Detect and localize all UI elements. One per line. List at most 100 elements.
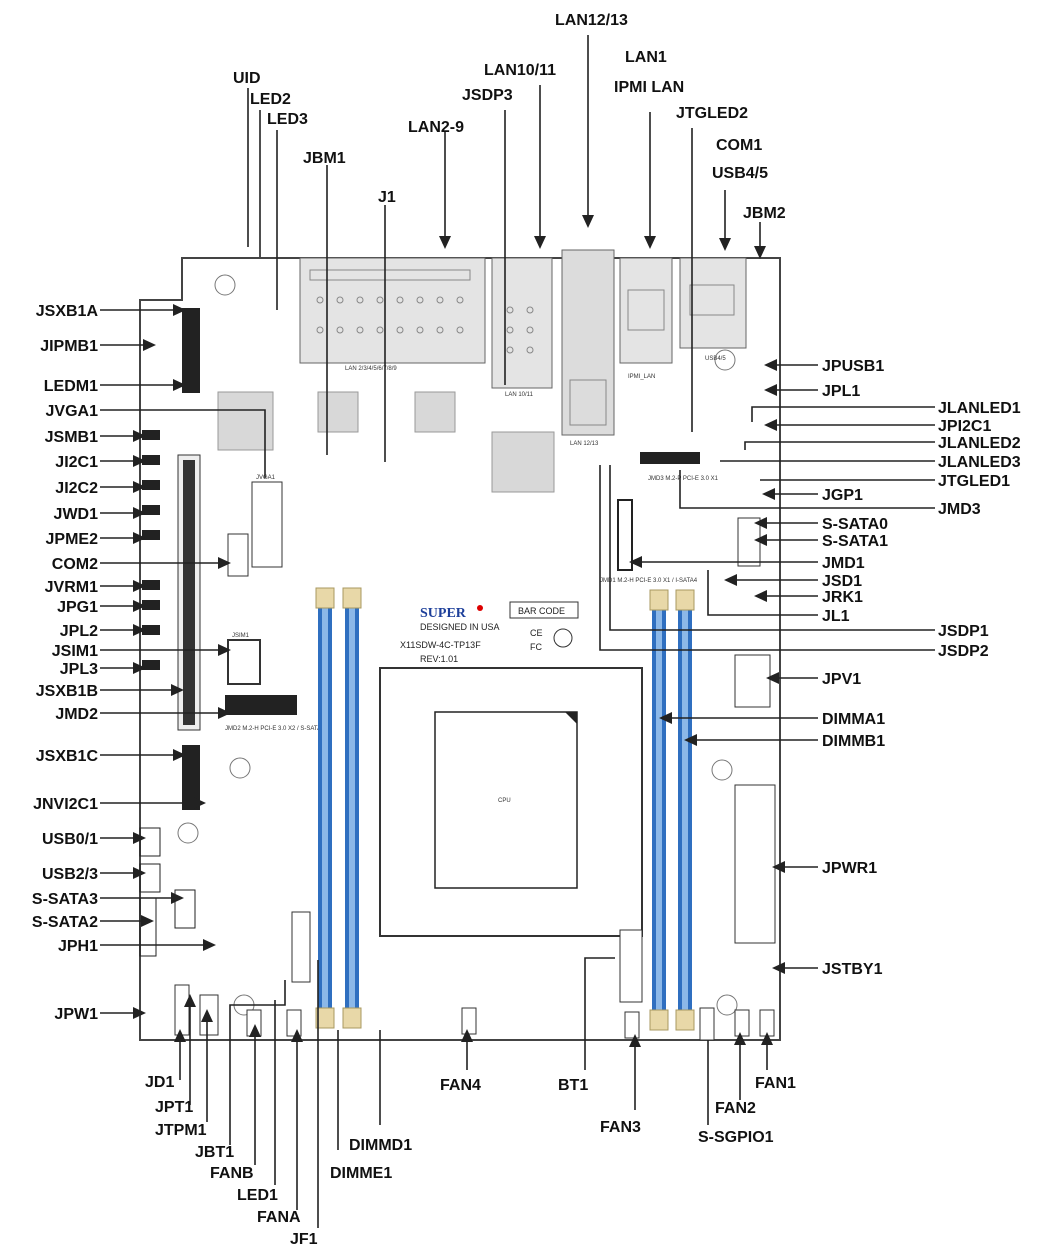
lan12-13-cage (569, 379, 607, 426)
label-jl1: JL1 (822, 608, 850, 625)
chip-2 (317, 391, 359, 433)
dimm-a1-inner (656, 597, 662, 1022)
label-jvga1: JVGA1 (46, 403, 99, 420)
label-lan1: LAN1 (625, 49, 667, 66)
label-com2: COM2 (52, 556, 98, 573)
lan10-11-ports (506, 306, 534, 354)
label-jwd1: JWD1 (54, 506, 99, 523)
label-jsdp1: JSDP1 (938, 623, 989, 640)
label-jtgled2: JTGLED2 (676, 105, 748, 122)
jsxb1c-slot (182, 745, 200, 810)
label-jipmb1: JIPMB1 (40, 338, 98, 355)
ipmi-lan-connector (619, 257, 673, 364)
lan2-9-ports (309, 269, 471, 334)
dimm-right-latches (649, 589, 695, 1031)
label-jsdp3: JSDP3 (462, 87, 513, 104)
label-jsmb1: JSMB1 (45, 429, 98, 446)
com1-port (689, 284, 735, 316)
jsxb1a-slot (182, 308, 200, 393)
label-jpl3: JPL3 (60, 661, 98, 678)
ipmi-silk: IPMI_LAN (628, 374, 655, 380)
label-jsxb1b: JSXB1B (36, 683, 98, 700)
label-jpusb1: JPUSB1 (822, 358, 884, 375)
jmd3-m2 (640, 452, 700, 464)
label-dimme1: DIMME1 (330, 1165, 392, 1182)
bt1-battery (619, 929, 643, 1003)
label-fan1: FAN1 (755, 1075, 796, 1092)
lan2-9-silk: LAN 2/3/4/5/6/7/8/9 (345, 366, 397, 372)
label-jmd2: JMD2 (55, 706, 98, 723)
label-uid: UID (233, 70, 261, 87)
label-jpl2: JPL2 (60, 623, 98, 640)
label-jsd1: JSD1 (822, 573, 862, 590)
label-s-sata1: S-SATA1 (822, 533, 888, 550)
label-jbm1: JBM1 (303, 150, 346, 167)
label-lan10-11: LAN10/11 (484, 62, 556, 79)
label-usb2-3: USB2/3 (42, 866, 98, 883)
label-lan12-13: LAN12/13 (555, 12, 628, 29)
barcode-box (509, 601, 579, 619)
label-ji2c2: JI2C2 (55, 480, 98, 497)
left-labels: JSXB1A JIPMB1 LEDM1 JVGA1 JSMB1 JI2C1 JI… (32, 303, 99, 1023)
revision: REV:1.01 (420, 654, 458, 664)
label-jlanled2: JLANLED2 (938, 435, 1021, 452)
label-jpv1: JPV1 (822, 671, 861, 688)
label-jf1: JF1 (290, 1231, 318, 1248)
label-jpwr1: JPWR1 (822, 860, 877, 877)
jvga1-silk: JVGA1 (256, 475, 276, 481)
lan10-11-silk: LAN 10/11 (505, 392, 534, 398)
lan10-11-connector (491, 257, 553, 389)
dimm-e1-inner (349, 595, 355, 1020)
label-jpg1: JPG1 (57, 599, 98, 616)
label-jvrm1: JVRM1 (45, 579, 98, 596)
label-led3: LED3 (267, 111, 308, 128)
com1-usb-connector (679, 257, 747, 349)
label-jmd1: JMD1 (822, 555, 865, 572)
jsim1-silk: JSIM1 (232, 633, 250, 639)
label-fan2: FAN2 (715, 1100, 756, 1117)
leader-lines (100, 35, 935, 1228)
label-fana: FANA (257, 1209, 301, 1226)
jmd2-m2 (225, 695, 297, 715)
ce-mark: CE (530, 628, 543, 638)
label-jbm2: JBM2 (743, 205, 786, 222)
label-jsdp2: JSDP2 (938, 643, 989, 660)
label-bt1: BT1 (558, 1077, 588, 1094)
brand-dot (477, 605, 483, 611)
cpu-pin1-mark (565, 712, 577, 724)
label-jpt1: JPT1 (155, 1099, 193, 1116)
label-fan3: FAN3 (600, 1119, 641, 1136)
designed-in-usa: DESIGNED IN USA (420, 622, 500, 632)
label-ledm1: LEDM1 (44, 378, 98, 395)
label-dimmb1: DIMMB1 (822, 733, 885, 750)
lan12-13-silk: LAN 12/13 (570, 441, 599, 447)
dimm-d1-inner (322, 595, 328, 1020)
label-jnvi2c1: JNVI2C1 (33, 796, 98, 813)
label-s-sata3: S-SATA3 (32, 891, 98, 908)
fc-mark: FC (530, 642, 542, 652)
jmd1-silk: JMD1 M.2-H PCI-E 3.0 X1 / I-SATA4 (600, 578, 698, 584)
label-usb0-1: USB0/1 (42, 831, 98, 848)
label-s-sata0: S-SATA0 (822, 516, 888, 533)
label-jpme2: JPME2 (46, 531, 99, 548)
label-jd1: JD1 (145, 1074, 174, 1091)
jpv1-connector (734, 654, 771, 708)
label-led1: LED1 (237, 1187, 278, 1204)
dimm-left-latches (315, 587, 362, 1029)
jmd3-silk: JMD3 M.2-P PCI-E 3.0 X1 (648, 476, 719, 482)
label-dimmd1: DIMMD1 (349, 1137, 412, 1154)
label-jtpm1: JTPM1 (155, 1122, 207, 1139)
dimm-b1-inner (682, 597, 688, 1022)
label-jlanled3: JLANLED3 (938, 454, 1021, 471)
label-jpi2c1: JPI2C1 (938, 418, 991, 435)
label-jstby1: JSTBY1 (822, 961, 883, 978)
recycle-mark (553, 628, 573, 648)
label-led2: LED2 (250, 91, 291, 108)
jsxb1b-pins (183, 460, 195, 725)
label-jtgled1: JTGLED1 (938, 473, 1010, 490)
label-j1: J1 (378, 189, 396, 206)
barcode-text: BAR CODE (518, 606, 565, 616)
chip-1 (217, 391, 274, 451)
bottom-labels: JD1 FAN4 BT1 FAN1 JPT1 FAN2 JTPM1 FAN3 S… (145, 1074, 796, 1248)
